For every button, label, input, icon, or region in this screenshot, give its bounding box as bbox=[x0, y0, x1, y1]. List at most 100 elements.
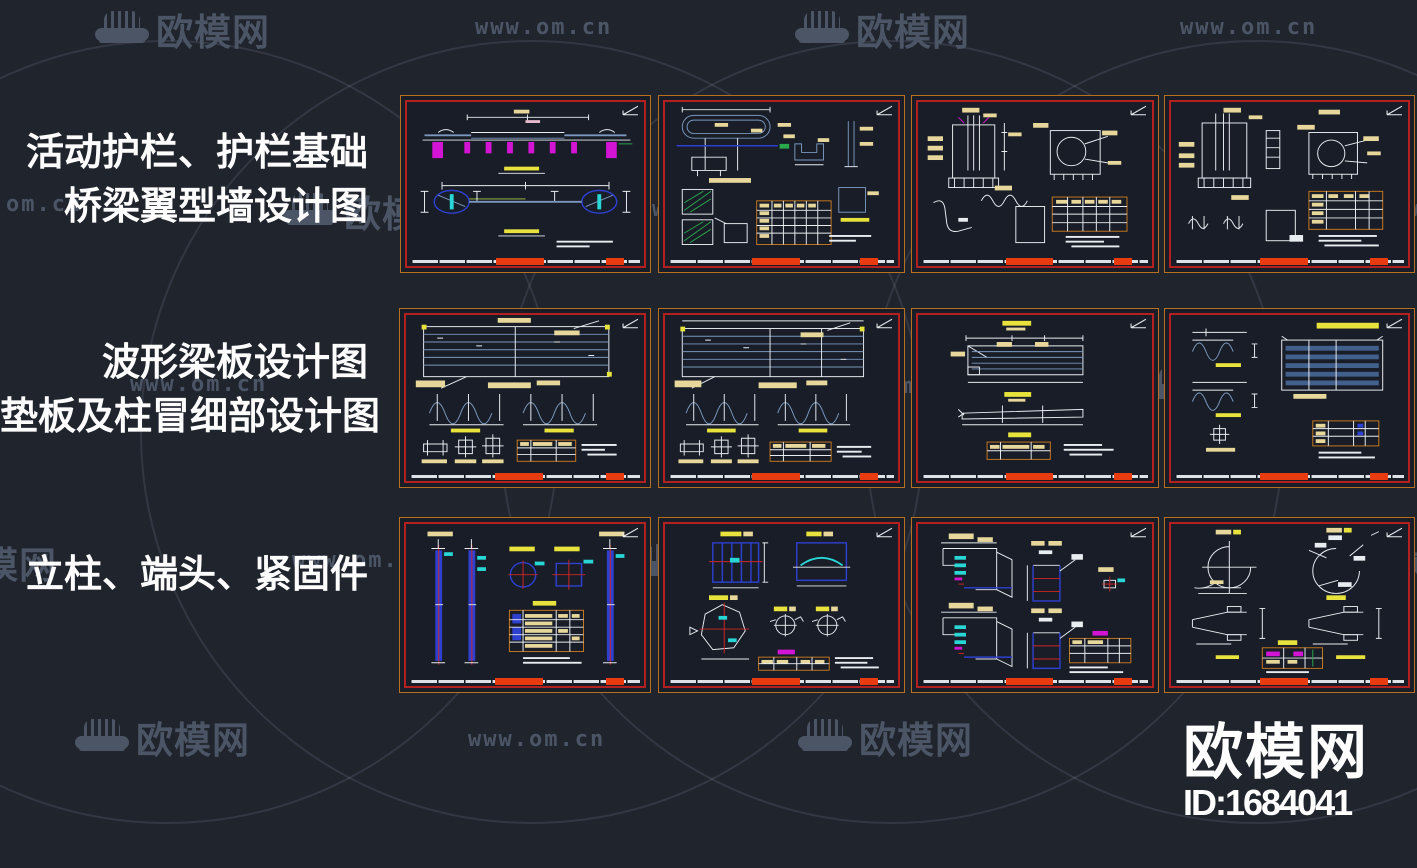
sheet-r3c1 bbox=[399, 517, 651, 693]
sheet-frame bbox=[663, 313, 900, 483]
scale-icon bbox=[622, 105, 639, 116]
scale-icon bbox=[1386, 527, 1403, 538]
title-strip bbox=[922, 473, 1148, 480]
sheet-art bbox=[427, 531, 625, 665]
pad-detail bbox=[829, 187, 879, 242]
row-label-line: 立柱、端头、紧固件 bbox=[25, 554, 368, 596]
post-column-1 bbox=[427, 531, 453, 665]
row-label-line: 活动护栏、护栏基础 bbox=[25, 132, 368, 174]
watermark-logo-text: 欧模网 bbox=[856, 12, 970, 53]
hatched-squares bbox=[681, 188, 748, 245]
watermark-url: www.om.cn bbox=[1180, 15, 1318, 40]
brand-badge: 欧模网 ID:1684041 bbox=[1183, 722, 1369, 822]
plate-detail bbox=[1015, 206, 1046, 244]
wave-profile-1 bbox=[428, 393, 504, 433]
quantity-table bbox=[516, 439, 577, 462]
row-label-posts: 立柱、端头、紧固件 bbox=[0, 548, 368, 602]
title-strip-block bbox=[495, 473, 544, 480]
title-strip bbox=[1175, 473, 1404, 480]
sheet-r1c4 bbox=[1164, 95, 1415, 273]
square-section bbox=[552, 546, 594, 590]
channel-detail bbox=[783, 134, 830, 166]
brand-id: ID:1684041 bbox=[1183, 782, 1353, 823]
scale-icon bbox=[876, 105, 893, 116]
sheet-art bbox=[1191, 527, 1382, 674]
wave-profile-2 bbox=[522, 393, 598, 433]
scale-icon bbox=[622, 318, 639, 329]
row-label-line: 波形梁板设计图 bbox=[101, 342, 368, 384]
watermark-logo: 欧模网 bbox=[95, 2, 270, 56]
title-strip-block bbox=[1259, 473, 1308, 480]
title-strip bbox=[922, 258, 1148, 265]
watermark-logo: 欧模网 bbox=[75, 710, 250, 764]
sheet-art bbox=[1178, 107, 1384, 247]
sheet-art bbox=[415, 317, 617, 464]
cross-detail bbox=[1098, 567, 1126, 592]
sheet-r1c2 bbox=[658, 95, 905, 273]
bolt-detail-2 bbox=[811, 606, 846, 637]
sheet-frame bbox=[663, 522, 900, 688]
title-strip-block bbox=[1259, 258, 1308, 265]
title-strip bbox=[1175, 678, 1404, 685]
scale-icon bbox=[622, 527, 639, 538]
watermark-url: www.om.cn bbox=[475, 15, 613, 40]
quantity-table bbox=[1261, 640, 1323, 669]
beam-plate-plan bbox=[421, 317, 612, 389]
plate-detail bbox=[1265, 209, 1296, 242]
sheet-art bbox=[420, 109, 633, 248]
wave-profile bbox=[980, 185, 1028, 207]
wave-section-1 bbox=[1191, 328, 1258, 368]
title-strip-block bbox=[1369, 473, 1388, 480]
watermark-logo: 欧模网 bbox=[798, 710, 973, 764]
title-strip-block bbox=[1114, 678, 1133, 685]
title-strip-block bbox=[605, 258, 624, 265]
watermark-logo-text: 欧模网 bbox=[859, 720, 973, 761]
title-strip-block bbox=[752, 258, 800, 265]
scale-icon bbox=[1386, 105, 1403, 116]
title-strip-block bbox=[1005, 258, 1054, 265]
title-strip bbox=[410, 678, 640, 685]
sofa-icon bbox=[95, 11, 149, 47]
scale-icon bbox=[876, 527, 893, 538]
title-strip-block bbox=[860, 678, 879, 685]
title-strip bbox=[410, 473, 640, 480]
wedge-profile bbox=[957, 392, 1084, 426]
title-strip bbox=[669, 258, 894, 265]
fastener-details bbox=[678, 434, 759, 464]
wave-profile-1 bbox=[685, 393, 759, 433]
watermark-logo: 欧模网 bbox=[0, 535, 57, 589]
sofa-icon bbox=[283, 193, 337, 229]
wave-sections bbox=[1188, 216, 1244, 230]
row-label-line: 垫板及柱冒细部设计图 bbox=[0, 396, 381, 438]
channel-detail-1 bbox=[1026, 540, 1084, 602]
sheet-art bbox=[1191, 322, 1384, 459]
quantity-table bbox=[769, 441, 832, 462]
scale-icon bbox=[1130, 105, 1147, 116]
magenta-tag bbox=[777, 649, 795, 655]
bracket-detail-1 bbox=[940, 532, 1013, 598]
sheet-frame bbox=[1169, 100, 1410, 268]
sheet-r2c3 bbox=[911, 308, 1159, 488]
quantity-table bbox=[1051, 196, 1128, 232]
title-strip-block bbox=[605, 678, 624, 685]
arc-detail-1 bbox=[1194, 529, 1257, 594]
sheet-frame bbox=[1169, 522, 1410, 688]
end-plate-1 bbox=[708, 531, 769, 589]
title-strip-block bbox=[752, 678, 800, 685]
s-curve-detail bbox=[933, 200, 972, 232]
quantity-table bbox=[1069, 637, 1132, 664]
post-detail bbox=[844, 121, 874, 168]
wave-section-2 bbox=[1191, 381, 1258, 418]
title-strip-block bbox=[495, 258, 544, 265]
title-strip bbox=[411, 258, 640, 265]
row-label-line: 桥梁翼型墙设计图 bbox=[63, 186, 368, 228]
quantity-table bbox=[508, 600, 584, 652]
sheet-art bbox=[676, 106, 879, 245]
sheet-frame bbox=[404, 522, 646, 688]
sheet-r2c1 bbox=[399, 308, 651, 488]
elevation-top bbox=[422, 109, 633, 174]
wave-profile-2 bbox=[777, 393, 851, 433]
scale-icon bbox=[1386, 318, 1403, 329]
cap-circle-detail bbox=[1033, 122, 1122, 180]
